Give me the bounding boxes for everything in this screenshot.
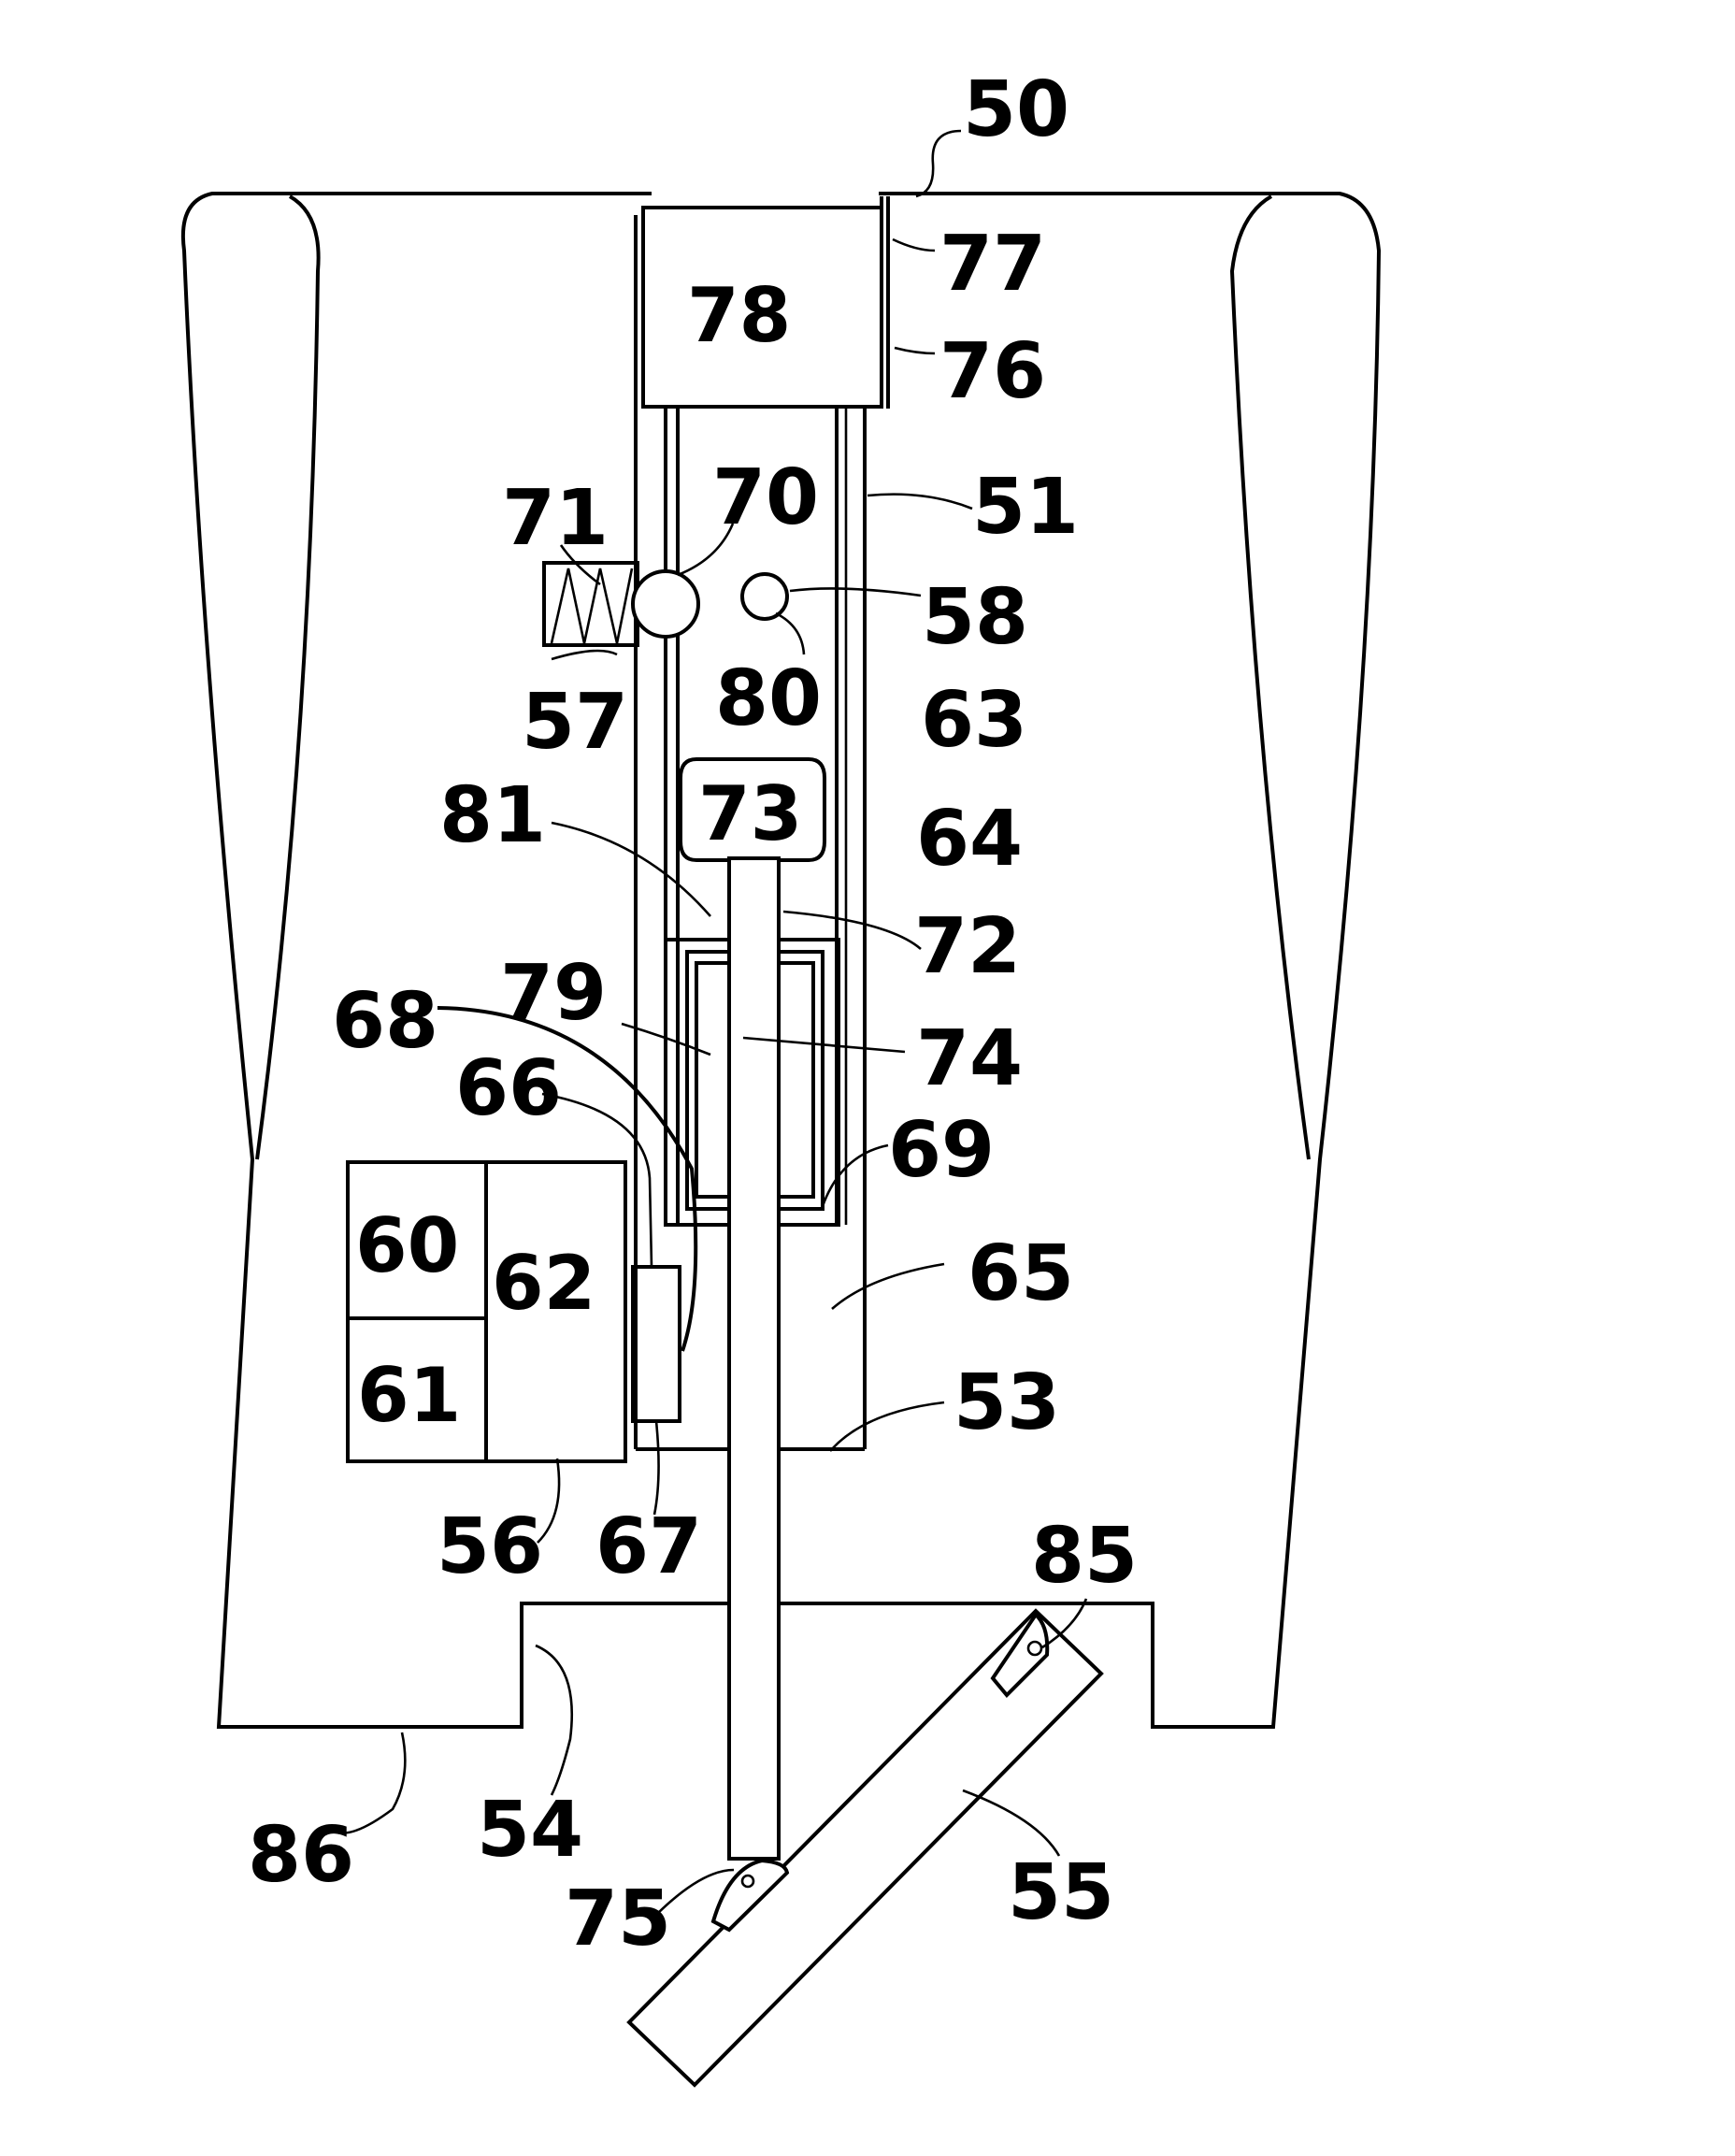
- leader-76: [895, 348, 935, 353]
- label-58: 58: [922, 573, 1028, 662]
- label-54: 54: [477, 1786, 583, 1875]
- label-67: 67: [595, 1502, 702, 1591]
- label-78: 78: [687, 272, 791, 359]
- label-81: 81: [439, 771, 546, 860]
- sensor-67: [633, 1267, 680, 1421]
- label-80: 80: [715, 654, 822, 743]
- leader-77: [893, 239, 935, 251]
- label-62: 62: [492, 1240, 595, 1327]
- leader-80: [776, 613, 804, 654]
- label-74: 74: [916, 1014, 1023, 1103]
- label-68: 68: [332, 977, 438, 1066]
- label-64: 64: [916, 795, 1023, 884]
- leader-69: [823, 1145, 888, 1206]
- label-73: 73: [698, 770, 802, 857]
- label-72: 72: [914, 902, 1021, 991]
- label-57: 57: [522, 678, 628, 767]
- spring-housing-57: [544, 563, 638, 645]
- leader-57: [552, 651, 617, 659]
- label-50: 50: [963, 65, 1069, 154]
- label-69: 69: [888, 1106, 995, 1195]
- label-71: 71: [502, 474, 609, 563]
- label-51: 51: [972, 463, 1079, 552]
- housing-outline: [183, 194, 1379, 1727]
- leader-54: [536, 1646, 572, 1795]
- leader-50: [916, 131, 961, 196]
- label-85: 85: [1031, 1512, 1138, 1601]
- valve-ball-70: [633, 571, 698, 637]
- leader-65: [832, 1264, 944, 1309]
- label-65: 65: [968, 1229, 1074, 1318]
- label-61: 61: [357, 1352, 461, 1439]
- left-inner-panel: [257, 196, 319, 1159]
- label-56: 56: [437, 1502, 543, 1591]
- leader-67: [654, 1421, 659, 1515]
- label-53: 53: [954, 1358, 1060, 1447]
- label-70: 70: [712, 453, 819, 542]
- label-55: 55: [1008, 1848, 1114, 1937]
- spring-71: [552, 568, 632, 643]
- label-63: 63: [921, 676, 1027, 765]
- leader-58: [790, 588, 921, 596]
- right-inner-panel: [1232, 196, 1309, 1159]
- label-79: 79: [500, 949, 607, 1038]
- label-76: 76: [939, 327, 1046, 416]
- piston-rod-72: [729, 858, 779, 1859]
- orifice-58: [742, 574, 787, 619]
- leader-72: [783, 912, 921, 949]
- leader-53: [830, 1402, 944, 1451]
- label-75: 75: [565, 1875, 671, 1963]
- leader-51: [868, 495, 972, 509]
- label-66: 66: [455, 1044, 562, 1133]
- label-86: 86: [248, 1811, 354, 1900]
- label-77: 77: [939, 220, 1046, 309]
- label-60: 60: [355, 1202, 459, 1289]
